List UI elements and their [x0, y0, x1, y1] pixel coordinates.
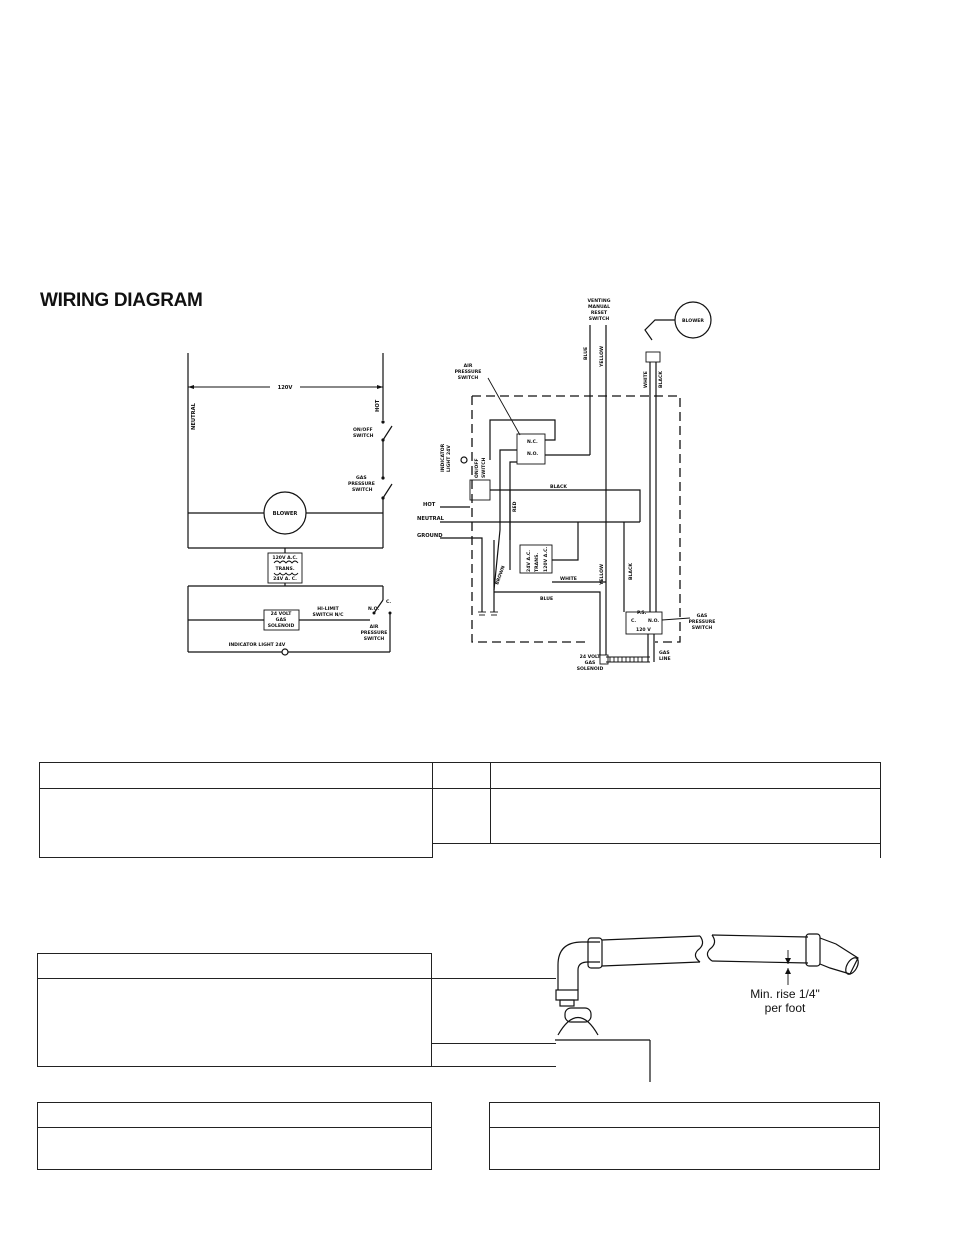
table-1-body-right [490, 788, 881, 844]
table-2-header [37, 953, 432, 979]
pictorial-gas-line-label-1: GAS [659, 650, 670, 656]
pictorial-blower-label: BLOWER [682, 318, 704, 324]
pictorial-onoff-switch [469, 479, 491, 501]
gas-pressure-label-1: GAS [356, 475, 367, 481]
table-2-body-right [431, 1043, 556, 1067]
pictorial-indicator-label-2: LIGHT 24V [446, 445, 452, 472]
pictorial-transformer-label-2: TRANS. [534, 553, 540, 572]
pictorial-ground-label: GROUND [417, 533, 443, 539]
ap-label-1: AIR [464, 363, 473, 369]
pictorial-c-label: C. [631, 618, 636, 624]
table-1-body-left [39, 788, 433, 858]
blower-motor-icon [263, 491, 307, 535]
venting-reset-label-1: VENTING [588, 298, 611, 304]
pictorial-gas-line-label-2: LINE [659, 656, 671, 662]
pictorial-black-label-top: BLACK [658, 371, 664, 388]
pictorial-red-label: RED [512, 501, 518, 512]
pictorial-yellow-label-2: YELLOW [599, 564, 605, 586]
indicator-light-icon [281, 648, 289, 656]
indicator-light-label: INDICATOR LIGHT 24V [229, 642, 286, 648]
solenoid-label-3: SOLENOID [268, 623, 295, 629]
transformer-label-2: TRANS. [275, 566, 294, 572]
ap-no-label: N.O. [368, 606, 379, 612]
pictorial-gps-label-1: GAS [697, 613, 708, 619]
pictorial-onoff-label-1: ON/OFF [474, 458, 480, 478]
pictorial-120v-label: 120 V [636, 627, 651, 633]
pictorial-black-label-2: BLACK [628, 563, 634, 580]
gas-pressure-label-3: SWITCH [352, 487, 373, 493]
pictorial-gps-label-3: SWITCH [692, 625, 713, 631]
rise-label-1: Min. rise 1/4" [750, 987, 820, 1001]
air-pressure-label-2: PRESSURE [361, 630, 388, 636]
table-4-body [489, 1127, 880, 1170]
schematic-diagram: 120V NEUTRAL HOT ON/OFF SWITCH GAS PRESS… [187, 353, 393, 656]
hi-limit-label-1: HI-LIMIT [317, 606, 339, 612]
transformer-label-1: 120V A.C. [272, 555, 298, 561]
pictorial-blue-label: BLUE [583, 347, 589, 360]
ap-no-label: N.O. [527, 451, 538, 457]
page-title: WIRING DIAGRAM [40, 290, 203, 311]
solenoid-label-1: 24 VOLT [271, 611, 293, 617]
table-1-header-right [490, 762, 881, 789]
table-3-body [37, 1127, 432, 1170]
pictorial-no-label: N.O. [648, 618, 659, 624]
pictorial-onoff-label-2: SWITCH [481, 457, 487, 478]
onoff-switch-label-2: SWITCH [353, 433, 374, 439]
gas-pressure-label-2: PRESSURE [348, 481, 375, 487]
table-3-header [37, 1102, 432, 1128]
table-2-header-right [431, 953, 556, 979]
pictorial-black-label: BLACK [550, 484, 567, 490]
venting-reset-label-3: RESET [591, 310, 608, 316]
solenoid-label-2: GAS [276, 617, 287, 623]
hot-label: HOT [375, 399, 381, 412]
pictorial-solenoid-label-3: SOLENOID [577, 666, 604, 672]
table-2-body [37, 978, 432, 1067]
table-1-body-mid [432, 788, 491, 844]
venting-reset-label-4: SWITCH [589, 316, 610, 322]
table-1-footer [432, 843, 881, 858]
ap-label-2: PRESSURE [455, 369, 482, 375]
pictorial-solenoid-label-1: 24 VOLT [580, 654, 602, 660]
voltage-label: 120V [278, 385, 293, 391]
table-1-header-left [39, 762, 433, 789]
ap-label-3: SWITCH [458, 375, 479, 381]
pictorial-white-label-2: WHITE [560, 576, 577, 582]
blower-label: BLOWER [273, 511, 298, 517]
neutral-label: NEUTRAL [191, 402, 197, 430]
pictorial-indicator-label-1: INDICATOR [440, 443, 446, 472]
ap-nc-label: N.C. [527, 439, 538, 445]
table-4-header [489, 1102, 880, 1128]
pictorial-gps-label-2: PRESSURE [689, 619, 716, 625]
pictorial-gas-pressure-switch [625, 611, 663, 635]
pictorial-white-label: WHITE [643, 371, 649, 388]
onoff-switch-label: ON/OFF [353, 427, 373, 433]
pictorial-diagram: VENTING MANUAL RESET SWITCH BLUE YELLOW … [417, 298, 715, 672]
pictorial-ps-label: P.S. [637, 610, 647, 616]
table-1-header-mid [432, 762, 491, 789]
pictorial-blue-label-2: BLUE [540, 596, 553, 602]
venting-reset-label-2: MANUAL [588, 304, 610, 310]
air-pressure-label-3: SWITCH [364, 636, 385, 642]
pictorial-transformer-label-3: 120V A.C. [543, 546, 549, 572]
pictorial-transformer-label-1: 24V A.C. [526, 550, 532, 572]
pictorial-yellow-label: YELLOW [599, 346, 605, 368]
pictorial-hot-label: HOT [423, 502, 436, 508]
pictorial-solenoid-label-2: GAS [585, 660, 596, 666]
air-pressure-label-1: AIR [370, 624, 379, 630]
transformer-label-3: 24V A. C. [273, 576, 297, 582]
pictorial-neutral-label: NEUTRAL [417, 516, 445, 522]
pictorial-indicator-icon [460, 456, 468, 464]
hi-limit-label-2: SWITCH N/C [313, 612, 345, 618]
vent-pipe-figure: Min. rise 1/4" per foot [555, 922, 859, 1082]
ap-c-label: C. [386, 599, 391, 605]
rise-label-2: per foot [765, 1001, 806, 1015]
pictorial-transformer [519, 544, 553, 574]
